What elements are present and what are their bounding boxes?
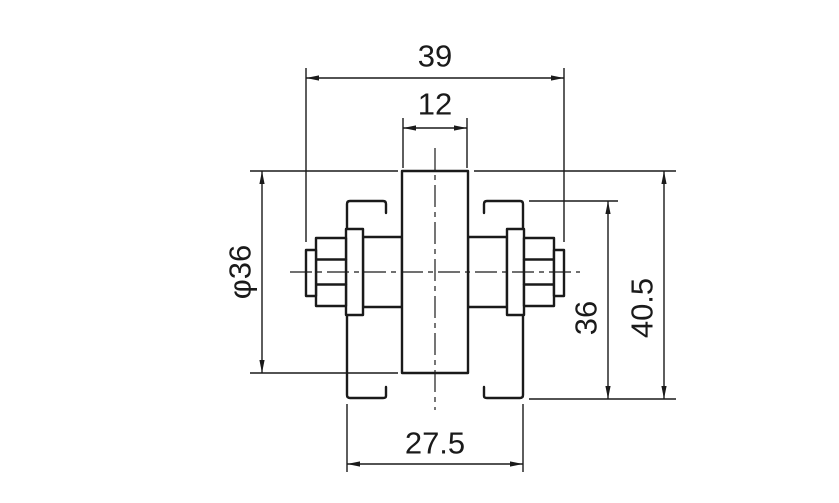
left-bolt-end [304,248,318,298]
dimension-label-overall-width: 39 [418,39,452,74]
dimension-label-rail-width: 27.5 [405,426,465,461]
dimension-rail-width: 27.5 [346,404,524,472]
right-bolt-end [552,248,566,298]
right-rail-bottom-flange [482,313,525,400]
dimension-overall-height: 40.5 [474,170,676,399]
dimension-label-overall-height: 40.5 [625,278,660,338]
dimension-overall-width: 39 [305,39,565,242]
right-rail-top-flange [482,199,525,231]
left-rail-profile [345,199,388,400]
dimension-wheel-width: 12 [402,87,468,168]
dimension-label-wheel-diameter: φ36 [223,245,258,300]
centerlines [290,148,580,410]
dimension-label-wheel-width: 12 [418,87,452,122]
dimension-wheel-diameter: φ36 [223,170,398,374]
dimension-rail-height: 36 [529,200,676,400]
dimension-label-rail-height: 36 [569,301,604,335]
left-rail-top-flange [345,199,388,231]
right-rail-profile [482,199,525,400]
left-rail-bottom-flange [345,313,388,400]
